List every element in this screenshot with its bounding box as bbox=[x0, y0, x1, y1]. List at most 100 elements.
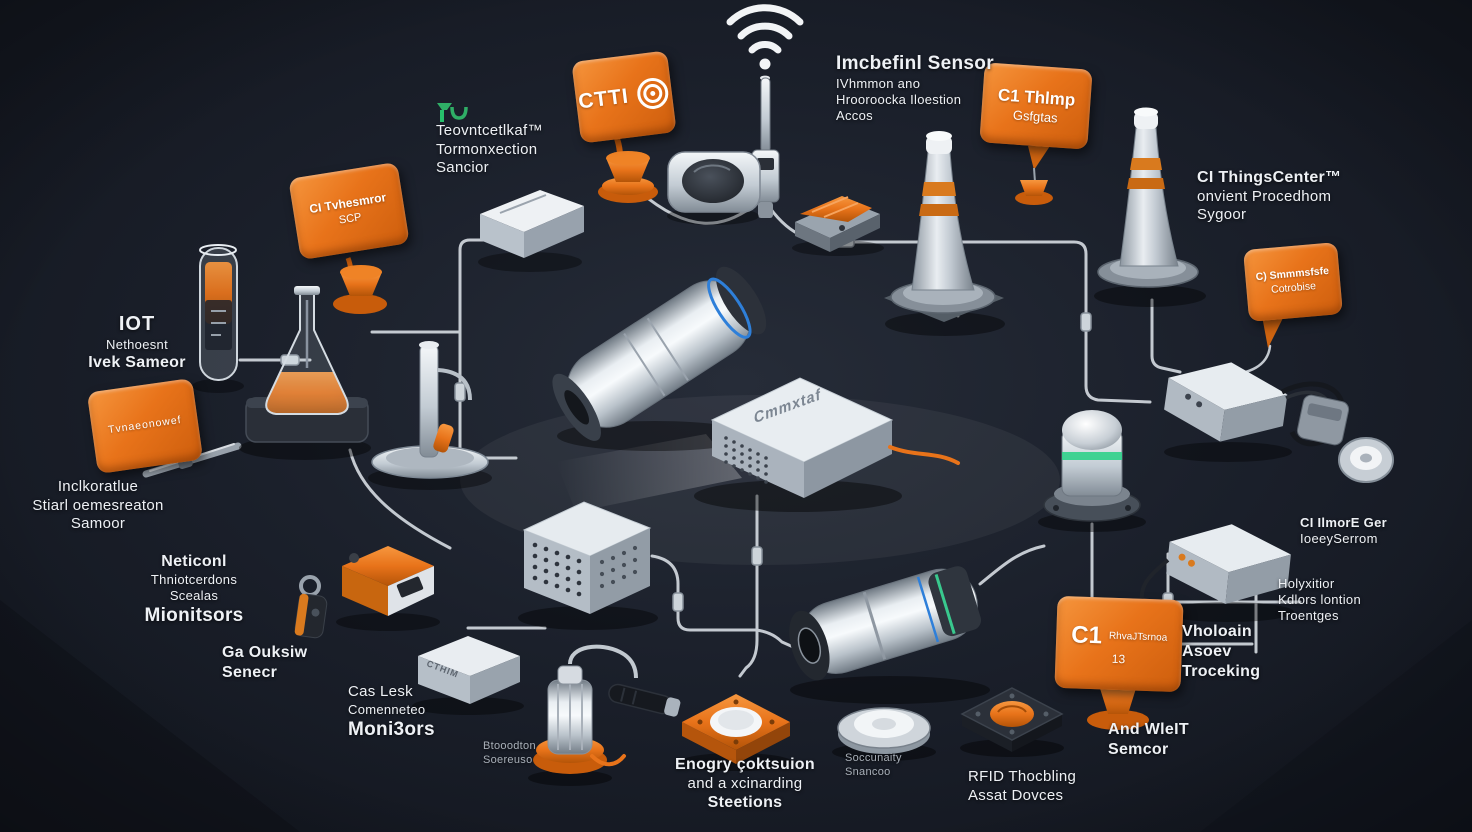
label-line: Steetions bbox=[707, 794, 783, 812]
sign-line: 13 bbox=[1111, 651, 1126, 667]
label-line: Comenneteo bbox=[348, 701, 426, 717]
label-line: Semcor bbox=[1108, 740, 1169, 758]
rfid-pad bbox=[960, 687, 1064, 757]
orange-module bbox=[792, 196, 884, 256]
round-pad-sensor bbox=[832, 707, 936, 761]
label-asset-tracking: Vholoain Asoev Troceking bbox=[1182, 622, 1260, 681]
handheld-monitor bbox=[336, 546, 440, 631]
silver-box-bottom bbox=[412, 636, 524, 715]
green-meter-icon bbox=[437, 103, 468, 122]
emergency-button-pad bbox=[680, 694, 792, 771]
label-line: CI IlmorE Ger bbox=[1300, 515, 1387, 530]
label-line: Teovntcetlkaf™ bbox=[436, 122, 543, 139]
label-line: Sygoor bbox=[1197, 206, 1247, 224]
label-line: Enogry çoktsuion bbox=[675, 756, 815, 773]
label-line: Asoev bbox=[1182, 642, 1232, 660]
label-ihunter: CI IlmorE Ger IoeeySerrom bbox=[1300, 515, 1387, 547]
label-line: Mionitsors bbox=[144, 605, 244, 627]
dome-sensor bbox=[1038, 410, 1146, 532]
label-line: Sancior bbox=[436, 159, 489, 177]
lab-stand-device bbox=[368, 341, 492, 490]
label-line: Kdlors lontion bbox=[1278, 592, 1361, 608]
sign-line: Tvnaeonowef bbox=[107, 414, 183, 437]
sign-line: C1 Thlmp bbox=[997, 84, 1076, 110]
sign-c1-things: C1 Thlmp Gsfgtas bbox=[979, 62, 1093, 150]
label-industrial-sensor: Imcbefinl Sensor IVhmmon ano Hrooroocka … bbox=[836, 52, 994, 124]
label-line: Btooodton bbox=[483, 740, 536, 752]
gateway-box bbox=[694, 377, 960, 512]
label-line: Inclkoratlue bbox=[57, 478, 139, 495]
label-line: IoeeySerrom bbox=[1300, 531, 1378, 547]
label-line: onvient Procedhom bbox=[1197, 187, 1332, 205]
label-line: Tormonxection bbox=[436, 140, 538, 158]
light-beam bbox=[556, 434, 742, 512]
sign-title: C1 bbox=[1070, 620, 1103, 650]
label-line: CI ThingsCenter™ bbox=[1197, 169, 1342, 186]
label-line: Scealas bbox=[169, 587, 219, 603]
sign-right-bubble: C) Smmmsfsfe Cotrobise bbox=[1243, 242, 1343, 322]
sign-left: Tvnaeonowef bbox=[86, 378, 204, 474]
label-line: Neticonl bbox=[161, 553, 227, 570]
label-line: Nethoesnt bbox=[106, 336, 168, 352]
label-title: Imcbefinl Sensor bbox=[836, 53, 994, 74]
label-line: Ivek Sameor bbox=[88, 353, 186, 371]
handle-tool bbox=[608, 683, 681, 717]
target-rings-icon bbox=[637, 77, 669, 109]
label-line: Vholoain bbox=[1182, 623, 1252, 640]
label-line: RFID Thocbling bbox=[968, 768, 1077, 785]
label-line: Samoor bbox=[70, 515, 126, 533]
tower-sensor-1 bbox=[884, 131, 1005, 336]
label-national-monitors: Neticonl Thniotcerdons Scealas Mionitsor… bbox=[124, 552, 264, 628]
label-line: Thniotcerdons bbox=[150, 571, 238, 587]
label-production: Btooodton Soereuso bbox=[483, 740, 536, 767]
label-line: Senecr bbox=[222, 663, 278, 681]
label-line: And WleIT bbox=[1108, 721, 1189, 738]
label-line: Holyxitior bbox=[1278, 576, 1335, 591]
sign-cti: CTTI bbox=[571, 50, 677, 144]
label-location: Holyxitior Kdlors lontion Troentges bbox=[1278, 576, 1361, 624]
sign-c1-bottom: C1 RhvaJTsrnoa 13 bbox=[1054, 595, 1184, 693]
label-security: Soccunaity Snancoo bbox=[845, 752, 902, 779]
large-cylinder-sensor bbox=[552, 266, 767, 451]
label-temperature-sensor: Teovntcetlkaf™ Tormonxection Sancior bbox=[436, 122, 543, 178]
sign-cti-text: CTTI bbox=[577, 84, 631, 114]
label-line: Snancoo bbox=[845, 765, 891, 778]
test-tube-sensor bbox=[192, 244, 244, 393]
sensor-box-top bbox=[478, 190, 584, 272]
label-energy-stations: Enogry çoktsuion and a xcinarding Steeti… bbox=[660, 755, 830, 813]
sign-subtitle: RhvaJTsrnoa bbox=[1108, 630, 1168, 644]
keyfob-detector bbox=[294, 575, 328, 639]
label-line: Moni3ors bbox=[348, 718, 435, 740]
label-line: Soccunaity bbox=[845, 752, 902, 764]
label-gas-sensor: Ga Ouksiw Senecr bbox=[222, 643, 307, 683]
label-line: and a xcinarding bbox=[687, 774, 803, 792]
tower-sensor-2 bbox=[1094, 107, 1206, 307]
label-line: IOT bbox=[118, 313, 156, 335]
label-line: Soereuso bbox=[483, 753, 533, 766]
label-line: Troentges bbox=[1278, 608, 1339, 624]
right-box-2 bbox=[1139, 524, 1294, 622]
label-line: Assat Dovces bbox=[968, 786, 1064, 804]
label-inclinometer: Inclkoratlue Stiarl oemesreaton Samoor bbox=[18, 478, 178, 534]
canister-sensor bbox=[528, 644, 638, 786]
label-line: Stiarl oemesreaton bbox=[32, 496, 164, 514]
label-rfid: RFID Thocbling Assat Dovces bbox=[968, 768, 1076, 805]
sign-line: SCP bbox=[338, 210, 363, 227]
motor-device bbox=[789, 566, 990, 704]
label-wlet-sensor: And WleIT Semcor bbox=[1108, 720, 1189, 760]
flask-station bbox=[239, 286, 371, 460]
label-iot-sensor: IOT Nethoesnt Ivek Sameor bbox=[82, 312, 192, 373]
label-line: Ga Ouksiw bbox=[222, 644, 308, 661]
wifi-icon bbox=[726, 4, 804, 70]
label-gas-leak: Cas Lesk Comenneteo Moni3ors bbox=[348, 683, 435, 741]
label-line: Hrooroocka Iloestion bbox=[836, 91, 962, 107]
sign-upper-left: CI Tvhesmror SCP bbox=[288, 161, 410, 261]
perforated-cube bbox=[518, 501, 658, 630]
right-small-units bbox=[1296, 394, 1394, 483]
label-line: Troceking bbox=[1182, 662, 1261, 680]
dome-reader bbox=[667, 151, 761, 225]
label-things-center: CI ThingsCenter™ onvient Procedhom Sygoo… bbox=[1197, 168, 1341, 225]
sign-line: Gsfgtas bbox=[1012, 107, 1059, 126]
